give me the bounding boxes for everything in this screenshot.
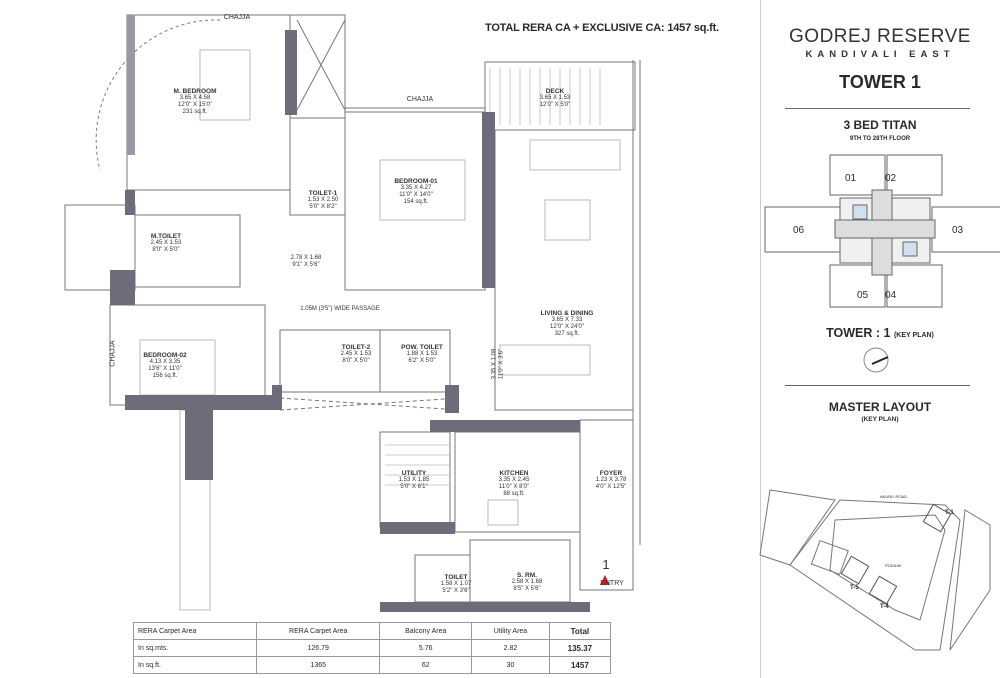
unit-06: 06 bbox=[793, 225, 805, 236]
key-plan-title: TOWER : 1 (KEY PLAN) bbox=[826, 326, 934, 340]
entry-number: 1 bbox=[602, 557, 610, 572]
unit-01: 01 bbox=[845, 173, 857, 184]
chajja-top-label: CHAJJA bbox=[223, 14, 251, 21]
foyer-outline bbox=[579, 419, 634, 591]
table-header-row: RERA Carpet Area RERA Carpet Area Balcon… bbox=[132, 622, 612, 640]
cell: 126.79 bbox=[256, 639, 381, 657]
cell: 30 bbox=[471, 656, 550, 674]
tower-t1-label: T-1 bbox=[945, 510, 954, 516]
header-cell: RERA Carpet Area bbox=[132, 622, 258, 640]
north-arrow-icon bbox=[863, 347, 889, 373]
entry-label: ENTRY bbox=[600, 580, 624, 587]
cell: 1365 bbox=[256, 656, 381, 674]
entry-arrow bbox=[600, 575, 610, 585]
tower-title: TOWER 1 bbox=[839, 72, 921, 92]
table-row: In sq.ft. 1365 62 30 1457 bbox=[132, 656, 612, 674]
table-row: In sq.mts. 126.79 5.76 2.82 135.37 bbox=[132, 639, 612, 657]
pow-toilet-outline bbox=[379, 329, 451, 393]
master-layout-title: MASTER LAYOUT bbox=[828, 400, 932, 414]
unit-03: 03 bbox=[952, 225, 964, 236]
header-cell: Utility Area bbox=[471, 622, 550, 640]
tower-t5-label: T-5 bbox=[850, 585, 859, 591]
cell-total: 1457 bbox=[548, 656, 612, 674]
divider bbox=[785, 108, 970, 109]
header-cell: RERA Carpet Area bbox=[256, 622, 381, 640]
passage-label: 1.05M (3'5") WIDE PASSAGE bbox=[300, 306, 380, 312]
cell: 5.76 bbox=[379, 639, 473, 657]
unit-05: 05 bbox=[857, 290, 869, 301]
master-layout-map bbox=[759, 489, 991, 651]
left-extension bbox=[64, 204, 136, 291]
brand-location: KANDIVALI EAST bbox=[805, 49, 955, 60]
unit-04: 04 bbox=[885, 290, 897, 301]
cell: 62 bbox=[379, 656, 473, 674]
brand-name: GODREJ RESERVE bbox=[789, 26, 971, 47]
living-outline bbox=[494, 129, 634, 411]
unit-type: 3 BED TITAN bbox=[843, 118, 917, 132]
row-label: In sq.ft. bbox=[132, 656, 258, 674]
floor-plan bbox=[64, 14, 641, 612]
podium-label: PODIUM bbox=[885, 563, 901, 568]
road-label: AKURLI ROAD bbox=[880, 494, 908, 499]
divider bbox=[785, 385, 970, 386]
shower-area bbox=[289, 14, 346, 119]
floor-range: 9TH TO 28TH FLOOR bbox=[849, 136, 911, 142]
header-cell: Balcony Area bbox=[379, 622, 473, 640]
bedroom-02-outline bbox=[109, 304, 266, 406]
chajja-left-label: CHAJJA bbox=[109, 340, 117, 367]
area-table: RERA Carpet Area RERA Carpet Area Balcon… bbox=[132, 622, 612, 674]
cell: 2.82 bbox=[471, 639, 550, 657]
total-area-title: TOTAL RERA CA + EXCLUSIVE CA: 1457 sq.ft… bbox=[485, 22, 719, 34]
header-cell: Total bbox=[548, 622, 612, 640]
tower-t4-label: T-4 bbox=[880, 604, 889, 610]
row-label: In sq.mts. bbox=[132, 639, 258, 657]
walls bbox=[110, 15, 590, 612]
tower-key-plan bbox=[764, 154, 1000, 308]
chajja-mid-label: CHAJJA bbox=[406, 96, 434, 103]
unit-02: 02 bbox=[885, 173, 897, 184]
cell-total: 135.37 bbox=[548, 639, 612, 657]
sidebar-divider bbox=[760, 0, 761, 678]
bed-icon bbox=[199, 49, 251, 121]
master-layout-subtitle: (KEY PLAN) bbox=[861, 416, 899, 423]
